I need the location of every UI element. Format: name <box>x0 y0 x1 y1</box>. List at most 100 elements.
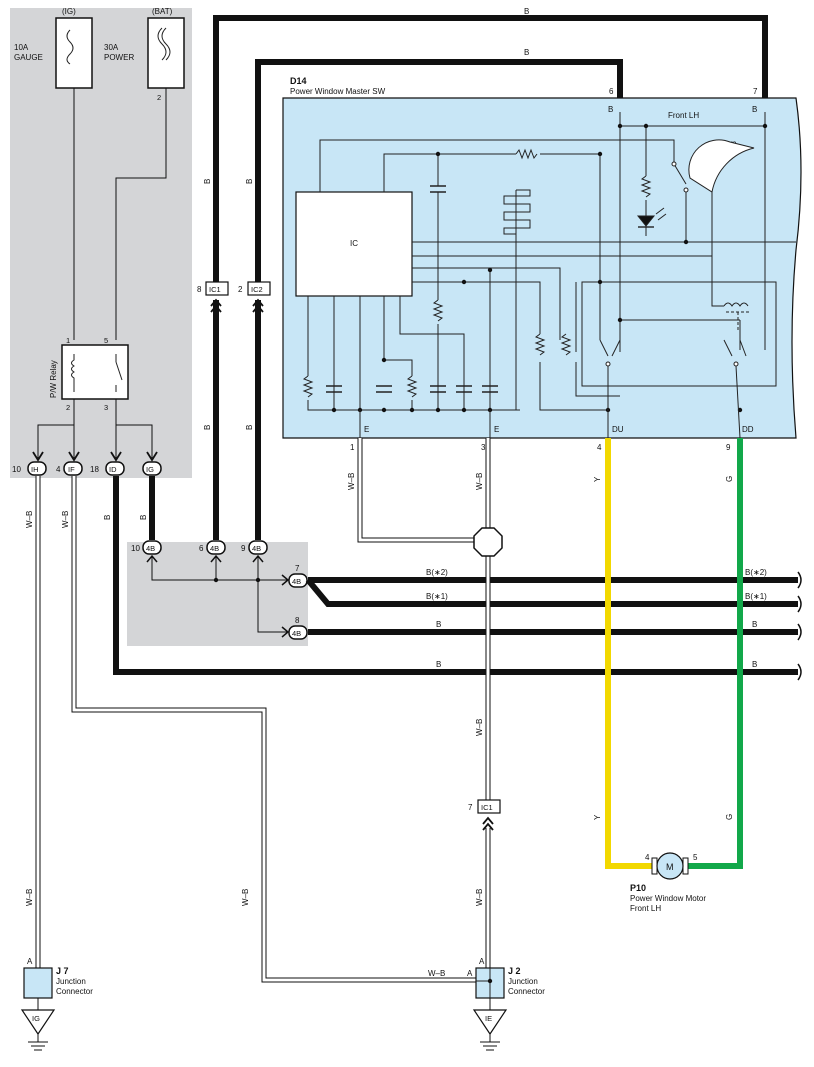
switch-indicator-led <box>636 207 667 228</box>
relay-pin-5: 5 <box>104 336 108 345</box>
wire-label-g-1: G <box>725 476 734 482</box>
pw-relay <box>61 344 129 410</box>
switch-pin-b7: B <box>752 105 757 114</box>
switch-pin-4: 4 <box>597 443 602 452</box>
wire-b-ic1-to-pin7 <box>213 15 768 282</box>
switch-pin-1: 1 <box>350 443 355 452</box>
fuse-ig-source: (IG) <box>62 7 76 16</box>
switch-ic <box>295 191 413 297</box>
wire-label-bs1-left: B(∗1) <box>426 592 448 601</box>
motor-pin-left: 4 <box>645 853 650 862</box>
wire-label-b-right1: B <box>436 620 441 629</box>
junction-block-panel <box>127 542 308 646</box>
fuse-bat-rating: 30A <box>104 43 119 52</box>
wire-label-wb-2: W–B <box>475 473 484 490</box>
ground-splice <box>473 527 503 557</box>
conn-id-pin: 18 <box>90 465 99 474</box>
wire-label-b-top: B <box>524 7 529 16</box>
conn-ih-pin: 10 <box>12 465 21 474</box>
fuse-ig-rating: 10A <box>14 43 29 52</box>
j2-id: J 2 <box>508 966 521 976</box>
conn-ic1-bottom-pin: 7 <box>468 803 473 812</box>
conn-4b8-label: 4B <box>292 629 301 638</box>
wire-label-wb-1: W–B <box>347 473 356 490</box>
conn-ic2-top-pin: 2 <box>238 285 243 294</box>
switch-section: Front LH <box>668 111 699 120</box>
switch-resistors <box>302 148 652 398</box>
wire-label-b-second: B <box>524 48 529 57</box>
switch-id: D14 <box>290 76 307 86</box>
conn-4b8-pin: 8 <box>295 616 300 625</box>
wire-label-b-vert3: B <box>203 425 212 430</box>
relay-pin-3: 3 <box>104 403 108 412</box>
wire-label-wb-8: W–B <box>241 889 250 906</box>
wire-label-wb-3: W–B <box>25 511 34 528</box>
j2-line2: Connector <box>508 987 545 996</box>
wire-relay-to-ig <box>115 410 153 458</box>
wire-label-wb-6: W–B <box>475 889 484 906</box>
conn-4b6-label: 4B <box>210 544 219 553</box>
wire-label-b-vert2: B <box>245 179 254 184</box>
fuse-bat-source: (BAT) <box>152 7 173 16</box>
wire-label-b-vert4: B <box>245 425 254 430</box>
conn-4b7-label: 4B <box>292 577 301 586</box>
fuse-bat-pin: 2 <box>157 93 161 102</box>
switch-coil-stack <box>503 189 531 235</box>
switch-pin-7: 7 <box>753 87 758 96</box>
ground-ie <box>472 1009 508 1051</box>
wire-label-wb-7: W–B <box>25 889 34 906</box>
motor-name-line2: Front LH <box>630 904 661 913</box>
motor-id: P10 <box>630 883 646 893</box>
switch-pin-e1: E <box>364 425 369 434</box>
conn-4b9-pin: 9 <box>241 544 246 553</box>
ground-ig-label: IG <box>32 1014 40 1023</box>
j2-line1: Junction <box>508 977 538 986</box>
power-window-motor <box>651 852 689 880</box>
motor-pin-right: 5 <box>693 853 698 862</box>
wire-label-bs2-left: B(∗2) <box>426 568 448 577</box>
switch-pin-dd: DD <box>742 425 754 434</box>
switch-pin-9: 9 <box>726 443 731 452</box>
conn-4b7-pin: 7 <box>295 564 300 573</box>
switch-pin-du: DU <box>612 425 624 434</box>
switch-pin-6: 6 <box>609 87 614 96</box>
j2-pin-left: A <box>467 969 473 978</box>
conn-ig-label: IG <box>146 465 154 474</box>
fuse-30a-power <box>147 17 185 89</box>
wb-wires <box>35 438 491 983</box>
wire-label-b-vert6: B <box>103 515 112 520</box>
wire-label-b-vert5: B <box>139 515 148 520</box>
wire-bat-to-relay <box>115 88 167 340</box>
switch-capacitors <box>326 185 498 393</box>
wire-label-bs2-right: B(∗2) <box>745 568 767 577</box>
wire-label-y-2: Y <box>593 814 602 820</box>
switch-pin-b6: B <box>608 105 613 114</box>
wire-b-star1 <box>305 578 798 607</box>
fuse-10a-gauge <box>55 17 93 100</box>
conn-if-pin: 4 <box>56 465 61 474</box>
wire-relay-to-ih <box>37 410 75 458</box>
conn-4b6-pin: 6 <box>199 544 204 553</box>
conn-4b10-label: 4B <box>146 544 155 553</box>
conn-ic2-top-label: IC2 <box>251 285 263 294</box>
wire-label-wb-5: W–B <box>475 719 484 736</box>
switch-pin-e3: E <box>494 425 499 434</box>
junction-j7 <box>23 967 53 999</box>
wire-label-b-right4: B <box>752 660 757 669</box>
motor-symbol: M <box>666 862 674 872</box>
conn-4b10-pin: 10 <box>131 544 140 553</box>
conn-id-label: ID <box>109 465 117 474</box>
j7-pin: A <box>27 957 33 966</box>
fuse-bat-name: POWER <box>104 53 134 62</box>
conn-ic1-top-pin: 8 <box>197 285 202 294</box>
wire-label-wb-9: W–B <box>428 969 445 978</box>
ground-ie-label: IE <box>485 1014 492 1023</box>
wire-label-b-right3: B <box>436 660 441 669</box>
wire-label-g-2: G <box>725 814 734 820</box>
wire-label-y-1: Y <box>593 476 602 482</box>
wire-label-wb-4: W–B <box>61 511 70 528</box>
wire-label-b-vert1: B <box>203 179 212 184</box>
relay-pin-2: 2 <box>66 403 70 412</box>
wire-b-id <box>113 476 798 675</box>
